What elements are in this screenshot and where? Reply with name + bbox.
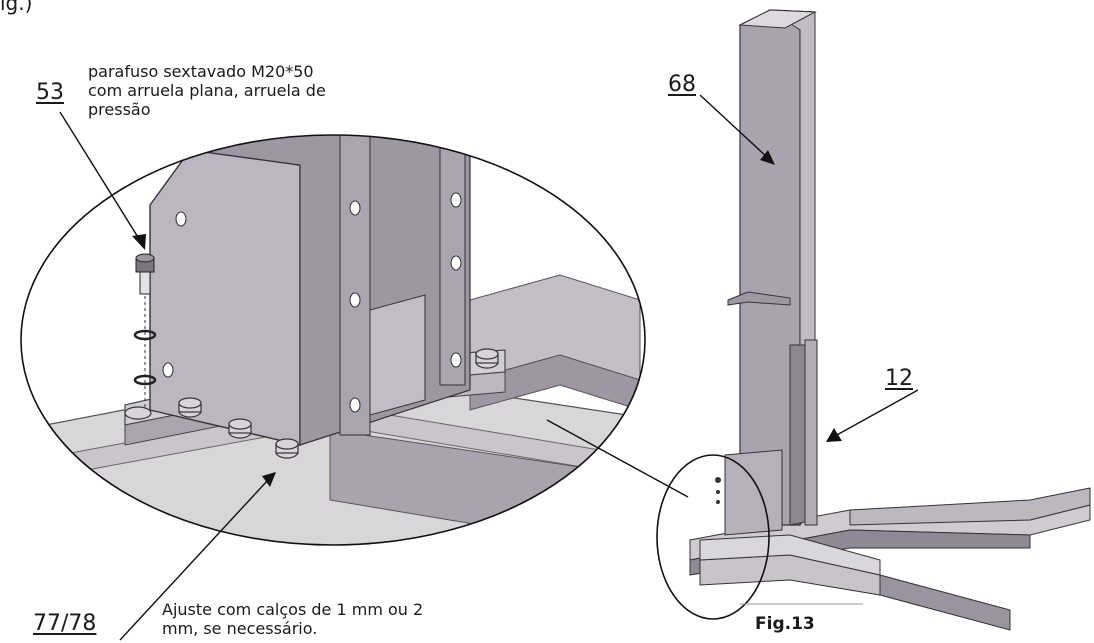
shim-note: Ajuste com calços de 1 mm ou 2 mm, se ne… <box>162 600 423 638</box>
column-side-plate <box>149 149 301 446</box>
detail-ellipse <box>20 134 646 546</box>
callout-53: 53 <box>36 80 64 105</box>
arrow-77-78 <box>262 472 276 487</box>
bolt-note: parafuso sextavado M20*50 com arruela pl… <box>88 62 326 119</box>
detail-view <box>21 135 645 545</box>
arrow-12 <box>826 428 842 442</box>
plate-bolts <box>124 348 499 459</box>
arrow-68 <box>760 150 775 165</box>
connector-line <box>546 419 689 498</box>
bolt-note-line-1: parafuso sextavado M20*50 <box>88 62 314 81</box>
leader-53 <box>59 111 142 243</box>
bolt-note-line-3: pressão <box>88 100 151 119</box>
bolt-note-line-2: com arruela plana, arruela de <box>88 81 326 100</box>
leader-68 <box>699 94 769 159</box>
shim-note-line-1: Ajuste com calços de 1 mm ou 2 <box>162 600 424 619</box>
column-holes <box>162 192 462 413</box>
arrow-53 <box>132 234 146 250</box>
locator-circle <box>656 454 770 620</box>
leader-77-78 <box>119 479 269 641</box>
figure-caption: Fig.13 <box>755 614 815 634</box>
lift-full-view <box>689 9 1091 631</box>
leader-12 <box>834 389 919 437</box>
hex-bolt-exploded <box>133 253 157 410</box>
callout-12: 12 <box>885 366 913 391</box>
callout-68: 68 <box>668 72 696 97</box>
shim-note-line-2: mm, se necessário. <box>162 619 318 638</box>
callout-77-78: 77/78 <box>33 611 97 636</box>
header-fig-stub: ig.) <box>0 0 33 15</box>
